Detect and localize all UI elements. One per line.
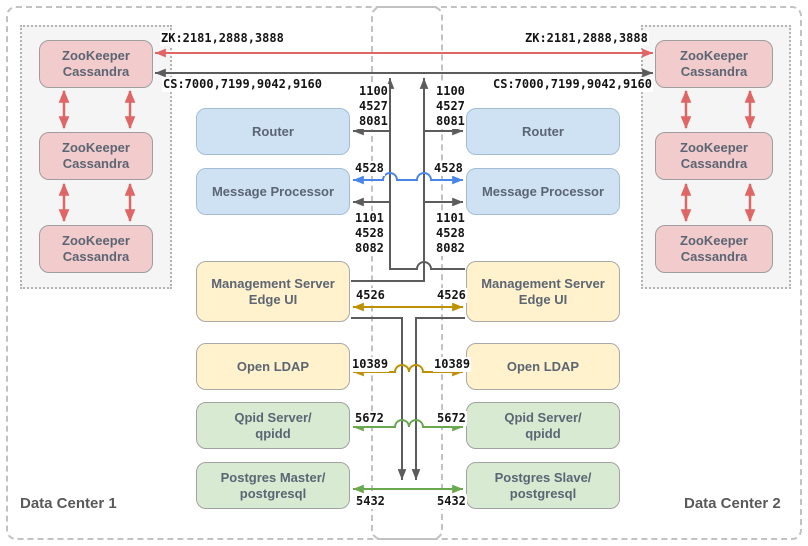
qpid-label: Qpid Server/ qpidd (234, 409, 312, 441)
postgres-label: Postgres Slave/ postgresql (494, 469, 592, 501)
postgres-slave-box: Postgres Slave/ postgresql (466, 462, 620, 509)
zk-ports-label-right: ZK:2181,2888,3888 (524, 31, 649, 46)
message-processor-box-dc1: Message Processor (196, 168, 350, 215)
zk-node-label: ZooKeeper Cassandra (62, 233, 130, 264)
management-server-box-dc1: Management Server Edge UI (196, 261, 350, 322)
qpid-box-dc2: Qpid Server/ qpidd (466, 402, 620, 449)
zk-cassandra-node: ZooKeeper Cassandra (39, 132, 153, 180)
open-ldap-box-dc1: Open LDAP (196, 343, 350, 390)
postgres-master-box: Postgres Master/ postgresql (196, 462, 350, 509)
zk-cassandra-node: ZooKeeper Cassandra (655, 225, 773, 273)
datacenter-1-title: Data Center 1 (20, 495, 117, 512)
zk-node-label: ZooKeeper Cassandra (680, 48, 748, 79)
postgres-port-label-right: 5432 (436, 494, 467, 509)
postgres-port-label-left: 5432 (355, 494, 386, 509)
qpid-label: Qpid Server/ qpidd (504, 409, 582, 441)
router-box-dc1: Router (196, 108, 350, 155)
message-processor-box-dc2: Message Processor (466, 168, 620, 215)
message-processor-label: Message Processor (481, 183, 605, 199)
mp-ports-label-left: 1101 4528 8082 (354, 211, 385, 256)
open-ldap-label: Open LDAP (236, 358, 310, 374)
zk-node-label: ZooKeeper Cassandra (680, 233, 748, 264)
router-ports-label-right: 1100 4527 8081 (435, 84, 466, 129)
qpid-port-label-left: 5672 (354, 411, 385, 426)
mp-bus-port-label-right: 4528 (433, 161, 464, 176)
message-processor-label: Message Processor (211, 183, 335, 199)
mp-ports-label-right: 1101 4528 8082 (435, 211, 466, 256)
ldap-port-label-right: 10389 (433, 357, 472, 372)
router-label: Router (252, 123, 294, 139)
zk-cassandra-node: ZooKeeper Cassandra (655, 40, 773, 88)
ldap-port-label-left: 10389 (351, 357, 390, 372)
zk-node-label: ZooKeeper Cassandra (680, 140, 748, 171)
management-server-label: Management Server Edge UI (481, 275, 605, 307)
router-ports-label-left: 1100 4527 8081 (358, 84, 389, 129)
datacenter-2-title: Data Center 2 (684, 495, 781, 512)
open-ldap-box-dc2: Open LDAP (466, 343, 620, 390)
zk-node-label: ZooKeeper Cassandra (62, 140, 130, 171)
open-ldap-label: Open LDAP (506, 358, 580, 374)
qpid-box-dc1: Qpid Server/ qpidd (196, 402, 350, 449)
router-label: Router (522, 123, 564, 139)
mp-bus-port-label-left: 4528 (354, 161, 385, 176)
datacenter-1-container (6, 6, 443, 540)
router-box-dc2: Router (466, 108, 620, 155)
zk-ports-label-left: ZK:2181,2888,3888 (160, 31, 285, 46)
zk-cassandra-node: ZooKeeper Cassandra (655, 132, 773, 180)
management-server-box-dc2: Management Server Edge UI (466, 261, 620, 322)
zk-node-label: ZooKeeper Cassandra (62, 48, 130, 79)
cs-ports-label-right: CS:7000,7199,9042,9160 (492, 77, 653, 92)
zk-cassandra-node: ZooKeeper Cassandra (39, 40, 153, 88)
mgmt-port-label-left: 4526 (355, 288, 386, 303)
management-server-label: Management Server Edge UI (211, 275, 335, 307)
qpid-port-label-right: 5672 (436, 411, 467, 426)
cs-ports-label-left: CS:7000,7199,9042,9160 (162, 77, 323, 92)
zk-cassandra-node: ZooKeeper Cassandra (39, 225, 153, 273)
mgmt-port-label-right: 4526 (436, 288, 467, 303)
postgres-label: Postgres Master/ postgresql (220, 469, 326, 501)
